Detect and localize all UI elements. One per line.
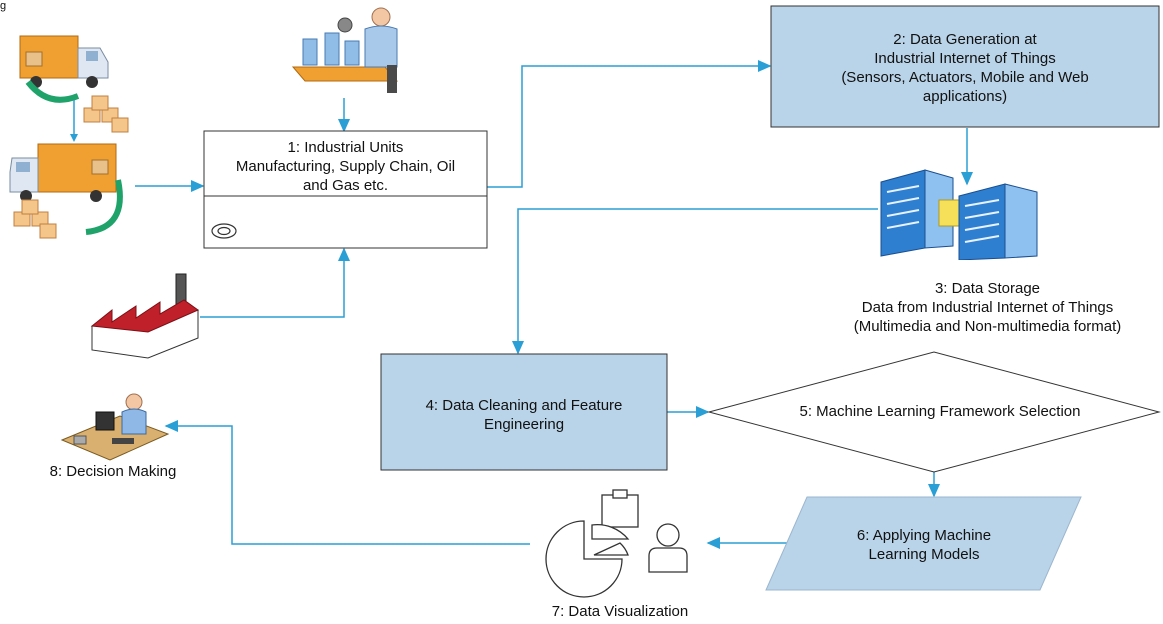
ml-framework-diamond — [707, 351, 1161, 473]
arrow-storage-to-cleaning — [512, 208, 878, 355]
arrow-visualization-to-decision — [164, 420, 530, 545]
data-cleaning-box — [380, 353, 668, 471]
server-icon — [880, 169, 1038, 260]
industrial-units-box — [203, 130, 488, 249]
figure-label: g — [0, 0, 7, 12]
conveyor-worker-icon — [291, 7, 399, 93]
decision-making-label: 8: Decision Making — [49, 463, 177, 480]
factory-icon — [90, 273, 200, 359]
pie-chart-icon — [545, 520, 630, 598]
apply-ml-label: 6: Applying Machine Learning Models — [856, 527, 992, 563]
apply-ml-parallelogram — [765, 496, 1082, 591]
connectors — [135, 60, 973, 549]
industrial-units-label: 1: Industrial Units Manufacturing, Suppl… — [235, 139, 456, 194]
data-storage-label: 3: Data Storage Data from Industrial Int… — [853, 280, 1122, 335]
clipboard-icon — [601, 489, 639, 528]
person-icon — [648, 523, 688, 573]
arrow-factory-to-units — [200, 247, 350, 318]
recycle-icon — [211, 223, 237, 239]
desk-worker-icon — [60, 393, 170, 461]
arrow-units-to-generation — [487, 60, 772, 188]
data-generation-box — [770, 5, 1160, 128]
data-generation-label: 2: Data Generation at Industrial Interne… — [841, 31, 1089, 105]
ml-framework-label: 5: Machine Learning Framework Selection — [799, 403, 1081, 420]
visualization-label: 7: Data Visualization — [551, 603, 689, 620]
delivery-truck-icon — [9, 35, 129, 239]
data-cleaning-label: 4: Data Cleaning and Feature Engineering — [425, 397, 623, 433]
